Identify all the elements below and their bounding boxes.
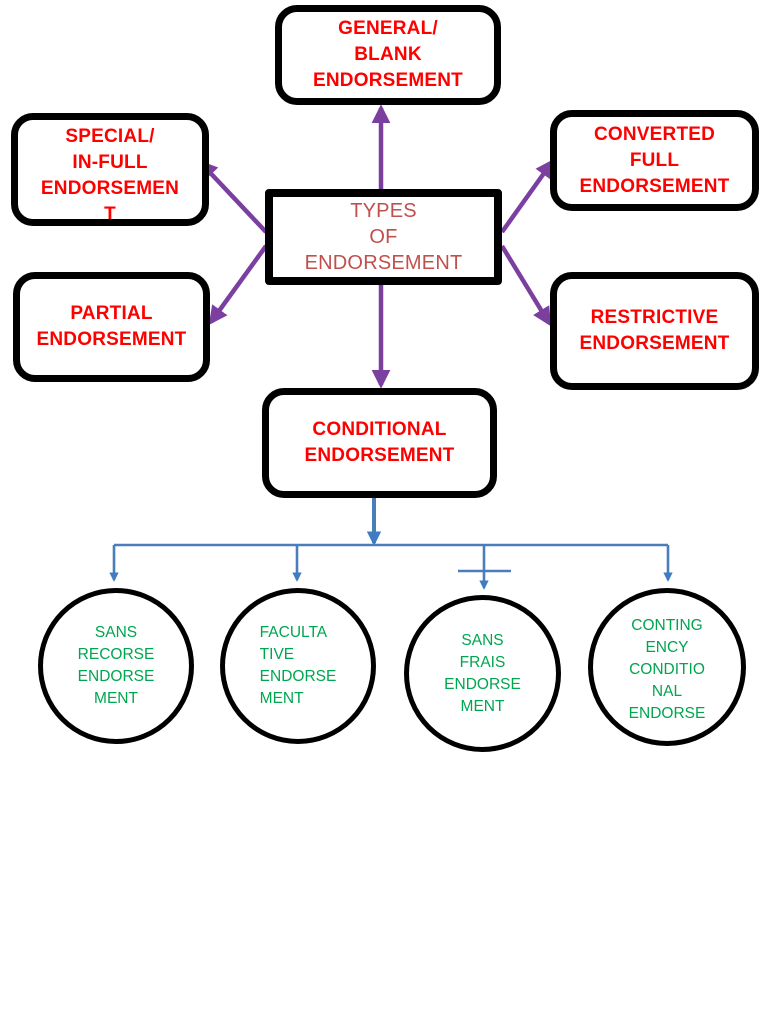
arrow-to-partial bbox=[208, 244, 268, 326]
node-types-of-endorsement[interactable]: TYPES OF ENDORSEMENT bbox=[265, 189, 502, 285]
circle-label: CONTING ENCY CONDITIO NAL ENDORSE bbox=[628, 617, 706, 722]
circle-contingency-conditional-endorsement[interactable]: CONTING ENCY CONDITIO NAL ENDORSE bbox=[588, 588, 746, 746]
node-conditional-endorsement[interactable]: CONDITIONAL ENDORSEMENT bbox=[262, 388, 497, 498]
circle-label: SANS FRAIS ENDORSE MENT bbox=[444, 631, 521, 715]
node-label: PARTIAL ENDORSEMENT bbox=[36, 303, 187, 350]
node-converted-full-endorsement[interactable]: CONVERTED FULL ENDORSEMENT bbox=[550, 110, 759, 211]
arrow-to-converted-full bbox=[500, 158, 555, 234]
node-label: RESTRICTIVE ENDORSEMENT bbox=[579, 307, 730, 354]
node-general-blank-endorsement[interactable]: GENERAL/ BLANK ENDORSEMENT bbox=[275, 5, 501, 105]
circle-label: SANS RECORSE ENDORSE MENT bbox=[77, 624, 155, 707]
node-restrictive-endorsement[interactable]: RESTRICTIVE ENDORSEMENT bbox=[550, 272, 759, 390]
node-label: CONDITIONAL ENDORSEMENT bbox=[304, 419, 455, 466]
circle-sans-recorse-endorsement[interactable]: SANS RECORSE ENDORSE MENT bbox=[38, 588, 194, 744]
arrow-to-restrictive bbox=[500, 244, 551, 327]
node-label: TYPES OF ENDORSEMENT bbox=[304, 200, 463, 274]
node-label: GENERAL/ BLANK ENDORSEMENT bbox=[313, 18, 463, 91]
circle-sans-frais-endorsement[interactable]: SANS FRAIS ENDORSE MENT bbox=[404, 595, 561, 752]
node-partial-endorsement[interactable]: PARTIAL ENDORSEMENT bbox=[13, 272, 210, 382]
circle-facultative-endorsement[interactable]: FACULTA TIVE ENDORSE MENT bbox=[220, 588, 376, 744]
node-label: SPECIAL/ IN-FULL ENDORSEMEN T bbox=[40, 125, 180, 225]
arrow-to-special-in-full bbox=[198, 160, 268, 234]
node-special-in-full-endorsement[interactable]: SPECIAL/ IN-FULL ENDORSEMEN T bbox=[11, 113, 209, 226]
circle-label: FACULTA TIVE ENDORSE MENT bbox=[259, 624, 337, 707]
node-label: CONVERTED FULL ENDORSEMENT bbox=[579, 123, 730, 197]
